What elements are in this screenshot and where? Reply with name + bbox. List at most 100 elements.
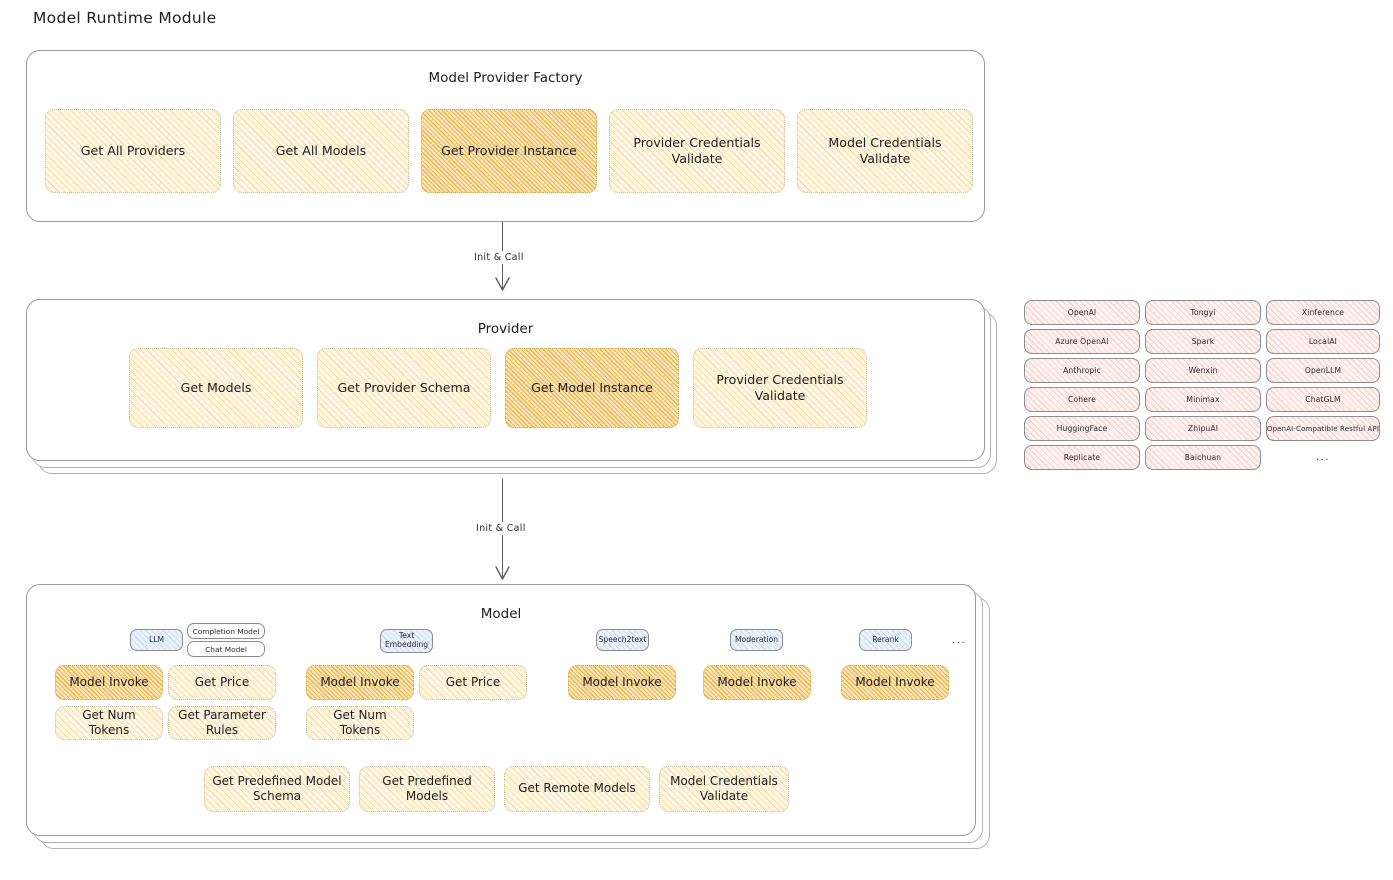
fn-llm-get-num-tokens[interactable]: Get Num Tokens <box>55 706 163 740</box>
provider-pill-chatglm[interactable]: ChatGLM <box>1266 387 1380 412</box>
provider-pill-label: Baichuan <box>1184 453 1222 462</box>
model-provider-factory-title: Model Provider Factory <box>428 70 583 86</box>
connector-factory-to-provider-label: Init & Call <box>470 251 528 264</box>
provider-pill-huggingface[interactable]: HuggingFace <box>1024 416 1140 441</box>
model-type-label: Speech2text <box>598 634 647 644</box>
fn-get-model-instance[interactable]: Get Model Instance <box>505 348 679 428</box>
model-title: Model <box>480 606 522 622</box>
provider-pill-label: ZhipuAI <box>1187 424 1219 433</box>
provider-title: Provider <box>477 321 534 337</box>
model-sub-badge-label: Completion Model <box>192 626 260 636</box>
model-type-badge-moderation[interactable]: Moderation <box>730 629 783 651</box>
provider-pill-azure-openai[interactable]: Azure OpenAI <box>1024 329 1140 354</box>
provider-pill-label: Tongyi <box>1190 308 1216 317</box>
provider-pill-openai-compatible-restful-api[interactable]: OpenAI-Compatible Restful API <box>1266 416 1380 441</box>
model-type-badge-rerank[interactable]: Rerank <box>859 629 912 651</box>
model-type-badge-speech2text[interactable]: Speech2text <box>596 629 649 651</box>
fn-moderation-model-invoke[interactable]: Model Invoke <box>703 665 811 700</box>
provider-pill-localai[interactable]: LocalAI <box>1266 329 1380 354</box>
fn-llm-get-price[interactable]: Get Price <box>168 665 276 700</box>
provider-pill-openai[interactable]: OpenAI <box>1024 300 1140 325</box>
fn-text-embedding-get-price[interactable]: Get Price <box>419 665 527 700</box>
fn-label: Get Provider Instance <box>441 142 577 158</box>
fn-label: Provider Credentials Validate <box>633 134 761 166</box>
provider-pill-cohere[interactable]: Cohere <box>1024 387 1140 412</box>
model-container[interactable]: Model LLM Completion Model Chat Model Mo… <box>26 584 976 836</box>
model-type-label: Rerank <box>872 634 899 644</box>
provider-pill-label: OpenAI <box>1067 308 1097 317</box>
provider-pill-label: Replicate <box>1063 453 1101 462</box>
provider-pill-openllm[interactable]: OpenLLM <box>1266 358 1380 383</box>
provider-pill-tongyi[interactable]: Tongyi <box>1145 300 1261 325</box>
connector-provider-to-model-label: Init & Call <box>472 522 530 535</box>
model-types-more-marker: ... <box>951 634 967 646</box>
provider-pill-zhipuai[interactable]: ZhipuAI <box>1145 416 1261 441</box>
fn-label: Model Invoke <box>320 674 400 689</box>
provider-pill-label: Spark <box>1191 337 1215 346</box>
provider-pill-label: OpenAI-Compatible Restful API <box>1266 424 1380 433</box>
provider-pill-label: LocalAI <box>1308 337 1338 346</box>
fn-label: Model Invoke <box>69 674 149 689</box>
fn-label: Get Num Tokens <box>82 707 136 737</box>
provider-pill-label: Xinference <box>1301 308 1345 317</box>
fn-get-all-models[interactable]: Get All Models <box>233 109 409 193</box>
fn-label: Get All Models <box>275 142 367 158</box>
fn-text-embedding-model-invoke[interactable]: Model Invoke <box>306 665 414 700</box>
fn-label: Get Model Instance <box>531 379 653 395</box>
fn-label: Get All Providers <box>80 142 186 158</box>
provider-pill-wenxin[interactable]: Wenxin <box>1145 358 1261 383</box>
fn-model-credentials-validate[interactable]: Model Credentials Validate <box>797 109 973 193</box>
fn-llm-model-invoke[interactable]: Model Invoke <box>55 665 163 700</box>
fn-get-models[interactable]: Get Models <box>129 348 303 428</box>
provider-pill-replicate[interactable]: Replicate <box>1024 445 1140 470</box>
model-type-label: Moderation <box>735 634 779 644</box>
fn-get-predefined-model-schema[interactable]: Get Predefined Model Schema <box>204 766 350 812</box>
model-type-label: LLM <box>148 634 164 644</box>
provider-pill-label: HuggingFace <box>1056 424 1108 433</box>
provider-list: OpenAI Azure OpenAI Anthropic Cohere Hug… <box>1024 300 1380 475</box>
fn-label: Get Provider Schema <box>337 379 471 395</box>
fn-label: Get Num Tokens <box>333 707 387 737</box>
model-type-label: Text Embedding <box>384 631 429 649</box>
fn-provider-credentials-validate[interactable]: Provider Credentials Validate <box>609 109 785 193</box>
fn-get-provider-instance[interactable]: Get Provider Instance <box>421 109 597 193</box>
model-type-badge-text-embedding[interactable]: Text Embedding <box>380 629 433 653</box>
model-sub-badge-chat-model[interactable]: Chat Model <box>187 641 265 657</box>
fn-get-all-providers[interactable]: Get All Providers <box>45 109 221 193</box>
model-type-badge-llm[interactable]: LLM <box>130 629 183 651</box>
provider-pill-label: Wenxin <box>1188 366 1218 375</box>
fn-rerank-model-invoke[interactable]: Model Invoke <box>841 665 949 700</box>
fn-text-embedding-get-num-tokens[interactable]: Get Num Tokens <box>306 706 414 740</box>
page-title: Model Runtime Module <box>33 9 217 27</box>
model-provider-factory-container[interactable]: Model Provider Factory Get All Providers… <box>26 50 985 222</box>
connector-provider-to-model-arrowhead <box>494 565 511 581</box>
fn-label: Model Invoke <box>582 674 662 689</box>
provider-pill-spark[interactable]: Spark <box>1145 329 1261 354</box>
provider-container[interactable]: Provider Get Models Get Provider Schema … <box>26 299 985 461</box>
fn-label: Get Predefined Models <box>382 773 472 803</box>
fn-label: Get Models <box>180 379 252 395</box>
fn-speech2text-model-invoke[interactable]: Model Invoke <box>568 665 676 700</box>
fn-label: Get Remote Models <box>518 781 636 796</box>
provider-pill-anthropic[interactable]: Anthropic <box>1024 358 1140 383</box>
fn-provider-credentials-validate-2[interactable]: Provider Credentials Validate <box>693 348 867 428</box>
fn-model-credentials-validate-2[interactable]: Model Credentials Validate <box>659 766 789 812</box>
fn-llm-get-parameter-rules[interactable]: Get Parameter Rules <box>168 706 276 740</box>
provider-pill-xinference[interactable]: Xinference <box>1266 300 1380 325</box>
fn-label: Model Invoke <box>717 674 797 689</box>
fn-get-provider-schema[interactable]: Get Provider Schema <box>317 348 491 428</box>
fn-get-remote-models[interactable]: Get Remote Models <box>504 766 650 812</box>
fn-get-predefined-models[interactable]: Get Predefined Models <box>359 766 495 812</box>
provider-pill-label: ChatGLM <box>1305 395 1341 404</box>
model-sub-badge-completion-model[interactable]: Completion Model <box>187 623 265 639</box>
fn-label: Get Predefined Model Schema <box>212 773 342 803</box>
provider-pill-label: OpenLLM <box>1304 366 1342 375</box>
fn-label: Get Price <box>194 674 250 689</box>
provider-pill-label: Cohere <box>1068 395 1096 404</box>
fn-label: Model Invoke <box>855 674 935 689</box>
fn-label: Get Price <box>445 674 501 689</box>
fn-label: Model Credentials Validate <box>670 773 778 803</box>
provider-pill-label: Anthropic <box>1063 366 1101 375</box>
provider-pill-baichuan[interactable]: Baichuan <box>1145 445 1261 470</box>
provider-pill-minimax[interactable]: Minimax <box>1145 387 1261 412</box>
